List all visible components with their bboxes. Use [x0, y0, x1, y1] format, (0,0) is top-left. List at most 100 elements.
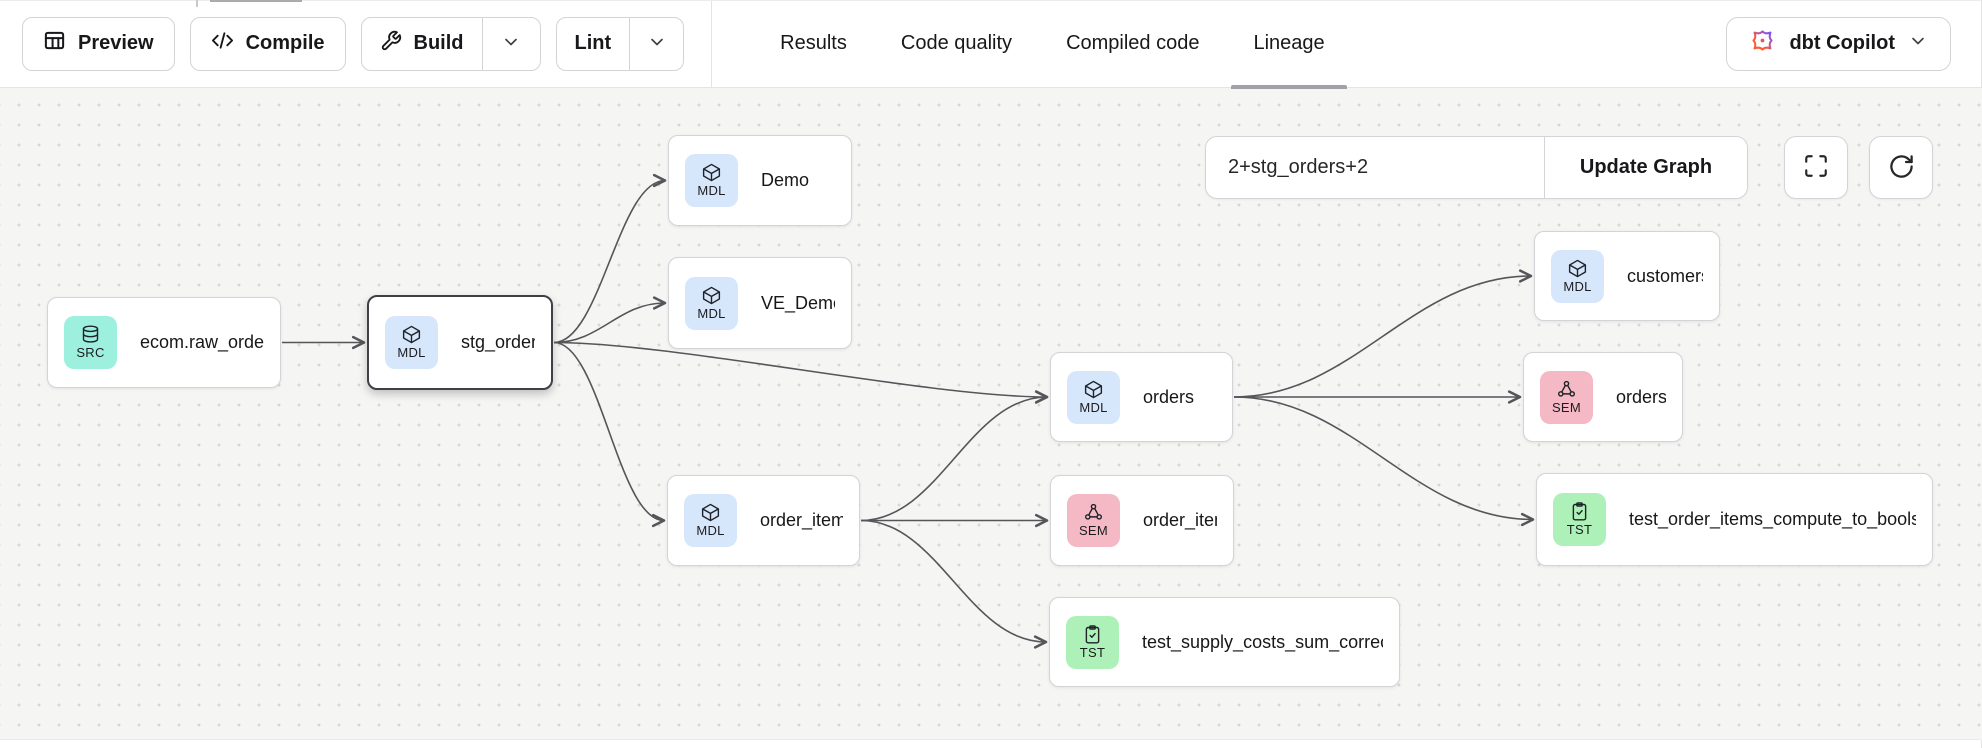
- pane-divider: [0, 0, 1981, 1]
- lineage-edges: [282, 173, 1535, 649]
- edge-stg_orders-to-orders_model: [553, 341, 1049, 404]
- chevron-down-icon: [1908, 31, 1928, 57]
- bottom-gutter: [0, 739, 1981, 748]
- node-kind-label: MDL: [1079, 399, 1108, 415]
- lineage-node-test_order_items[interactable]: TST test_order_items_compute_to_bools_c..…: [1536, 473, 1933, 566]
- pane-drag-handle[interactable]: [210, 0, 302, 2]
- compile-button[interactable]: Compile: [189, 16, 346, 71]
- node-label: ecom.raw_orders: [140, 332, 264, 352]
- lineage-node-ecom_raw_orders[interactable]: SRC ecom.raw_orders: [47, 297, 281, 388]
- node-kind-badge-mdl: MDL: [385, 316, 438, 369]
- node-label: VE_Demo: [761, 292, 835, 313]
- preview-button-label: Preview: [78, 32, 154, 54]
- node-kind-label: SEM: [1078, 523, 1109, 539]
- node-kind-badge-mdl: MDL: [684, 494, 737, 547]
- clipboard-check-icon: [1085, 625, 1100, 644]
- build-button[interactable]: Build: [362, 18, 482, 70]
- dbt-copilot-label: dbt Copilot: [1789, 32, 1895, 54]
- lineage-node-ve_demo[interactable]: MDL VE_Demo: [668, 257, 852, 349]
- node-label: customers: [1627, 265, 1703, 286]
- selector-divider: [1544, 137, 1545, 198]
- lint-button[interactable]: Lint: [557, 18, 630, 70]
- result-tabs: Results Code quality Compiled code Lineage: [753, 0, 1352, 89]
- node-kind-label: MDL: [696, 523, 725, 539]
- lineage-node-orders_model[interactable]: MDL orders: [1050, 352, 1233, 442]
- update-graph-button[interactable]: Update Graph: [1545, 137, 1747, 198]
- lint-menu-button[interactable]: [629, 17, 683, 70]
- dbt-copilot-icon: [1749, 27, 1776, 60]
- lineage-node-demo[interactable]: MDL Demo: [668, 135, 852, 226]
- edge-stg_orders-to-ve_demo: [553, 296, 667, 344]
- lineage-selector-group: Update Graph: [1205, 136, 1748, 199]
- node-kind-label: TST: [1079, 644, 1106, 660]
- tab-compiled-code[interactable]: Compiled code: [1066, 32, 1200, 54]
- cube-icon: [1568, 259, 1587, 278]
- semantic-model-icon: [1558, 380, 1575, 397]
- node-kind-badge-src: SRC: [64, 316, 117, 369]
- table-icon: [43, 29, 66, 58]
- toolbar: Preview Compile Build Lint: [0, 0, 1981, 89]
- database-icon: [82, 325, 99, 343]
- toolbar-divider: [711, 0, 713, 88]
- node-label: order_items: [760, 510, 843, 530]
- edge-orders_model-to-test_order_items: [1233, 396, 1535, 527]
- preview-button[interactable]: Preview: [22, 16, 175, 71]
- lineage-node-stg_orders[interactable]: MDL stg_orders: [367, 295, 553, 390]
- tab-lineage[interactable]: Lineage: [1226, 0, 1351, 89]
- node-kind-label: SRC: [76, 345, 105, 361]
- lineage-node-order_item_sem[interactable]: SEM order_item: [1050, 475, 1234, 566]
- node-kind-badge-tst: TST: [1553, 493, 1606, 546]
- edge-stg_orders-to-order_items: [553, 341, 666, 528]
- cube-icon: [1084, 380, 1103, 399]
- node-label: test_order_items_compute_to_bools_c...: [1629, 509, 1916, 529]
- build-menu-button[interactable]: [481, 17, 540, 70]
- tab-results[interactable]: Results: [780, 32, 847, 54]
- build-button-label: Build: [413, 32, 464, 54]
- lint-button-group: Lint: [555, 16, 685, 71]
- semantic-model-icon: [1085, 504, 1102, 521]
- node-label: orders: [1616, 386, 1666, 407]
- clipboard-check-icon: [1572, 502, 1587, 521]
- edge-order_items-to-orders_model: [860, 390, 1049, 522]
- node-label: stg_orders: [461, 332, 535, 352]
- node-kind-badge-sem: SEM: [1067, 494, 1120, 547]
- build-button-group: Build: [360, 16, 541, 71]
- node-kind-label: MDL: [697, 305, 726, 321]
- lineage-node-orders_sem[interactable]: SEM orders: [1523, 352, 1683, 442]
- refresh-button[interactable]: [1869, 136, 1933, 199]
- lineage-node-customers[interactable]: MDL customers: [1534, 231, 1720, 321]
- edge-orders_model-to-customers: [1233, 269, 1533, 398]
- node-kind-badge-mdl: MDL: [685, 154, 738, 207]
- node-kind-label: SEM: [1551, 399, 1582, 415]
- node-kind-badge-sem: SEM: [1540, 370, 1593, 424]
- node-kind-label: MDL: [1563, 278, 1592, 294]
- maximize-icon: [1803, 153, 1829, 182]
- node-label: Demo: [761, 170, 810, 190]
- fullscreen-button[interactable]: [1784, 136, 1848, 199]
- node-label: orders: [1143, 386, 1195, 407]
- node-kind-label: MDL: [697, 183, 726, 199]
- node-kind-badge-mdl: MDL: [1067, 370, 1120, 424]
- edge-stg_orders-to-demo: [553, 173, 667, 344]
- node-kind-label: TST: [1566, 522, 1593, 538]
- edge-order_items-to-test_supply: [860, 519, 1048, 649]
- refresh-icon: [1888, 153, 1915, 183]
- cube-icon: [702, 286, 721, 305]
- lineage-node-test_supply[interactable]: TST test_supply_costs_sum_correctly: [1049, 597, 1400, 687]
- node-label: test_supply_costs_sum_correctly: [1142, 631, 1383, 652]
- pane-divider-tick: [196, 0, 198, 7]
- lineage-canvas[interactable]: SRCecom.raw_ordersMDLstg_ordersMDLDemoMD…: [0, 88, 1982, 740]
- node-kind-badge-tst: TST: [1066, 615, 1119, 669]
- node-label: order_item: [1143, 510, 1217, 530]
- dbt-copilot-button[interactable]: dbt Copilot: [1726, 16, 1951, 71]
- tab-code-quality[interactable]: Code quality: [900, 32, 1013, 54]
- lineage-node-order_items[interactable]: MDL order_items: [667, 475, 860, 566]
- cube-icon: [402, 326, 421, 344]
- cube-icon: [702, 164, 721, 182]
- chevron-down-icon: [501, 32, 521, 55]
- lineage-selector-input[interactable]: [1206, 137, 1544, 198]
- node-kind-badge-mdl: MDL: [1551, 249, 1604, 303]
- wrench-icon: [380, 30, 402, 58]
- code-icon: [211, 29, 234, 58]
- cube-icon: [701, 504, 720, 522]
